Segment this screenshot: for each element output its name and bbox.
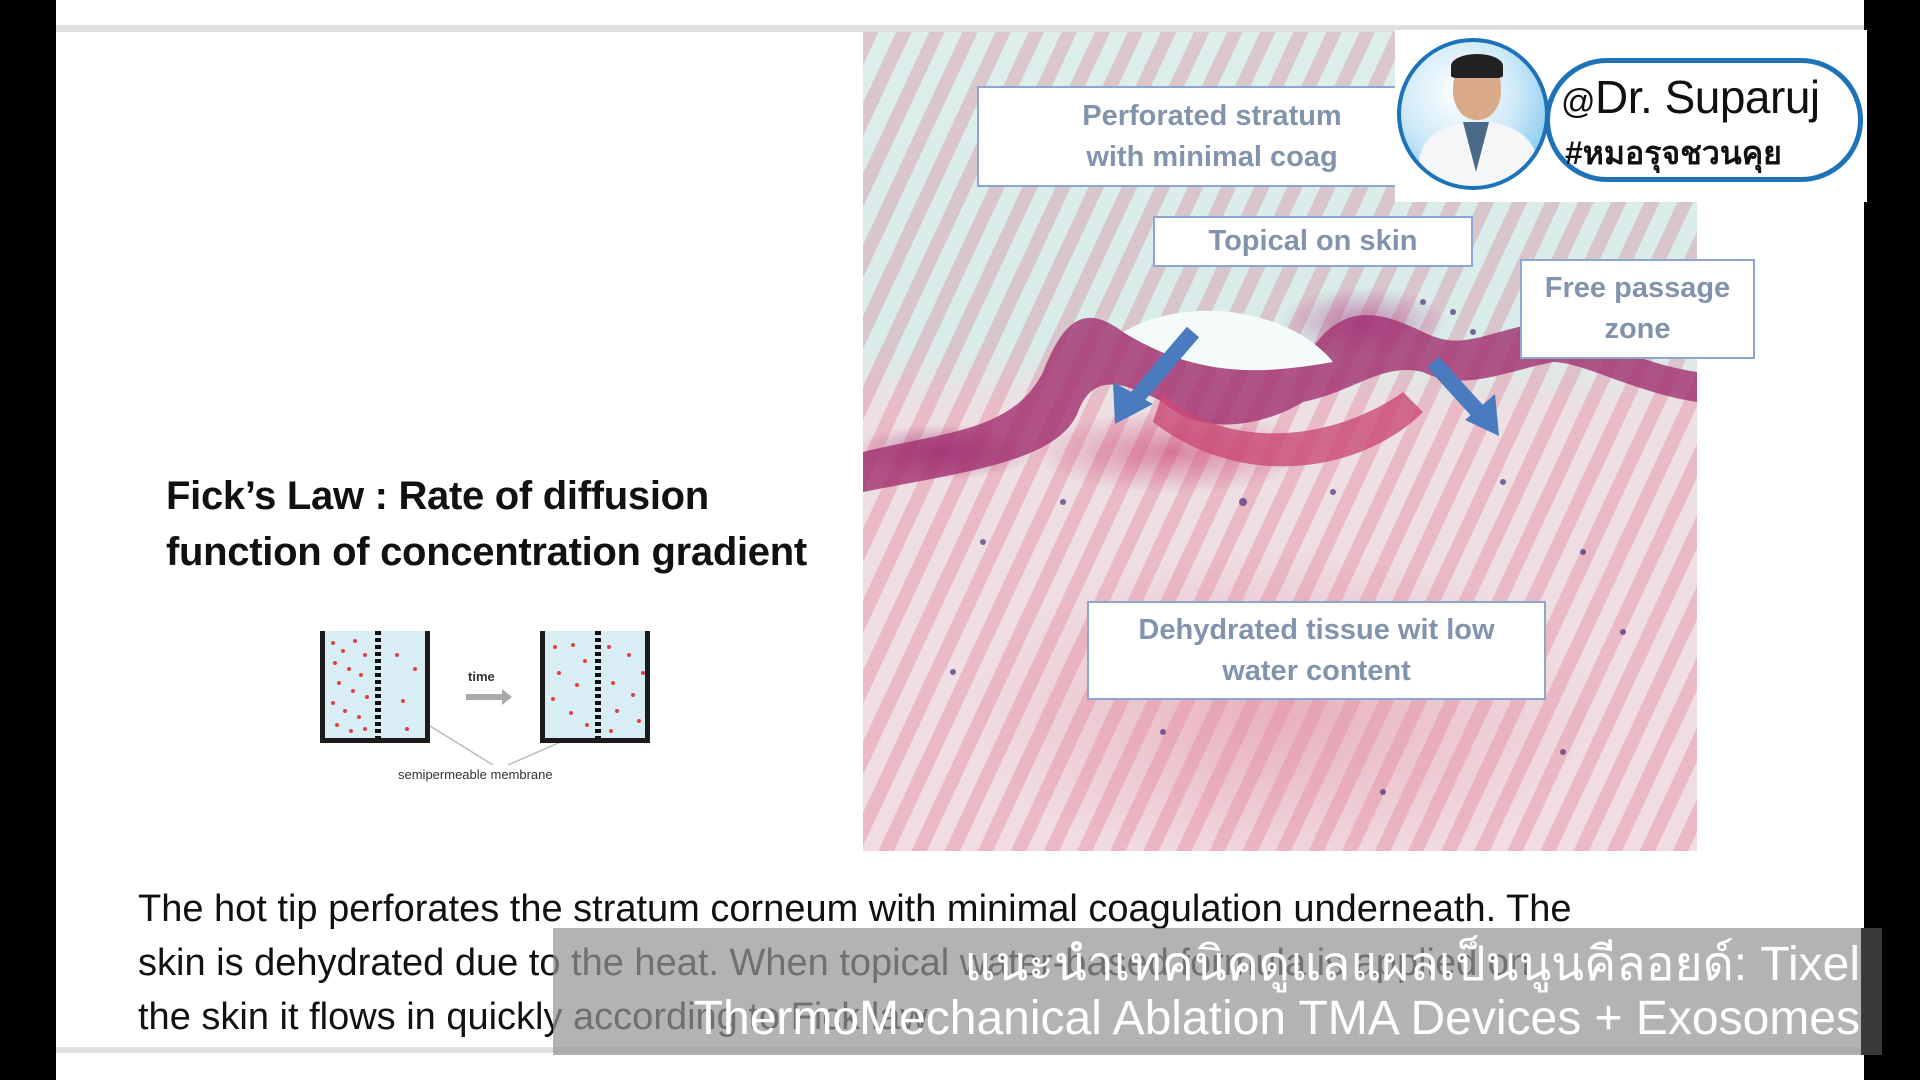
diffusion-diagram: time semipermeable membrane bbox=[318, 625, 658, 790]
heading-line-1: Fick’s Law : Rate of diffusion bbox=[166, 474, 709, 518]
membrane-after bbox=[595, 631, 601, 738]
subtitle-edge bbox=[1861, 928, 1882, 1055]
callout-free-passage-zone: Free passage zone bbox=[1520, 259, 1755, 359]
channel-hashtag: #หมอรุจชวนคุย bbox=[1565, 135, 1782, 171]
callout-topical-on-skin: Topical on skin bbox=[1153, 216, 1473, 267]
callout-dehydrated-tissue: Dehydrated tissue wit low water content bbox=[1087, 601, 1546, 700]
channel-badge: @Dr. Suparuj #หมอรุจชวนคุย bbox=[1395, 30, 1867, 202]
callout-perforated-stratum: Perforated stratum with minimal coag bbox=[977, 86, 1447, 187]
avatar bbox=[1397, 38, 1549, 190]
membrane-label: semipermeable membrane bbox=[398, 767, 553, 782]
membrane-before bbox=[375, 631, 381, 738]
time-label: time bbox=[468, 669, 495, 684]
subtitle-line-1: แนะนำเทคนิคดูแลแผลเป็นนูนคีลอยด์: Tixel bbox=[964, 937, 1860, 991]
beaker-before bbox=[320, 631, 430, 743]
subtitle-line-2: ThermoMechanical Ablation TMA Devices + … bbox=[693, 991, 1860, 1045]
fick-law-heading: Fick’s Law : Rate of diffusion function … bbox=[166, 468, 866, 580]
handle-pill bbox=[1545, 58, 1863, 182]
body-line-1: The hot tip perforates the stratum corne… bbox=[138, 888, 1572, 930]
tissue-illustration bbox=[863, 299, 1697, 795]
channel-handle: @Dr. Suparuj bbox=[1561, 71, 1820, 123]
heading-line-2: function of concentration gradient bbox=[166, 530, 807, 574]
beaker-after bbox=[540, 631, 650, 743]
time-arrow-icon bbox=[466, 689, 512, 705]
video-subtitle-overlay: แนะนำเทคนิคดูแลแผลเป็นนูนคีลอยด์: Tixel … bbox=[553, 928, 1882, 1055]
slide-top-rule bbox=[56, 25, 1864, 32]
